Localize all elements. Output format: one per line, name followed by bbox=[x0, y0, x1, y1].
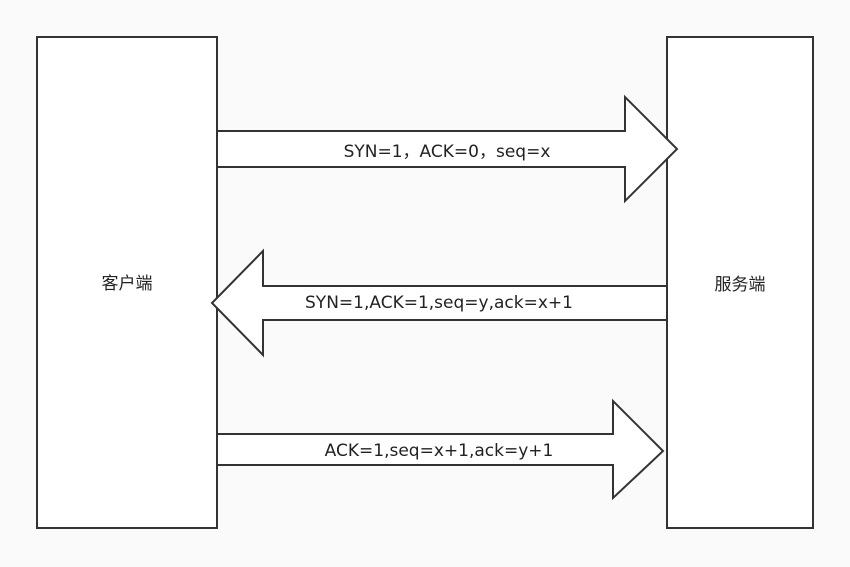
client-box bbox=[36, 36, 218, 529]
syn-message-label: SYN=1，ACK=0，seq=x bbox=[343, 142, 551, 162]
server-label: 服务端 bbox=[714, 275, 766, 295]
ack-message-label: ACK=1,seq=x+1,ack=y+1 bbox=[324, 441, 554, 461]
arrow-syn bbox=[216, 94, 679, 204]
server-box bbox=[666, 36, 814, 529]
syn-ack-message-label: SYN=1,ACK=1,seq=y,ack=x+1 bbox=[305, 293, 573, 313]
arrow-syn-ack bbox=[210, 248, 668, 358]
arrow-ack bbox=[216, 398, 665, 501]
client-label: 客户端 bbox=[101, 274, 153, 294]
